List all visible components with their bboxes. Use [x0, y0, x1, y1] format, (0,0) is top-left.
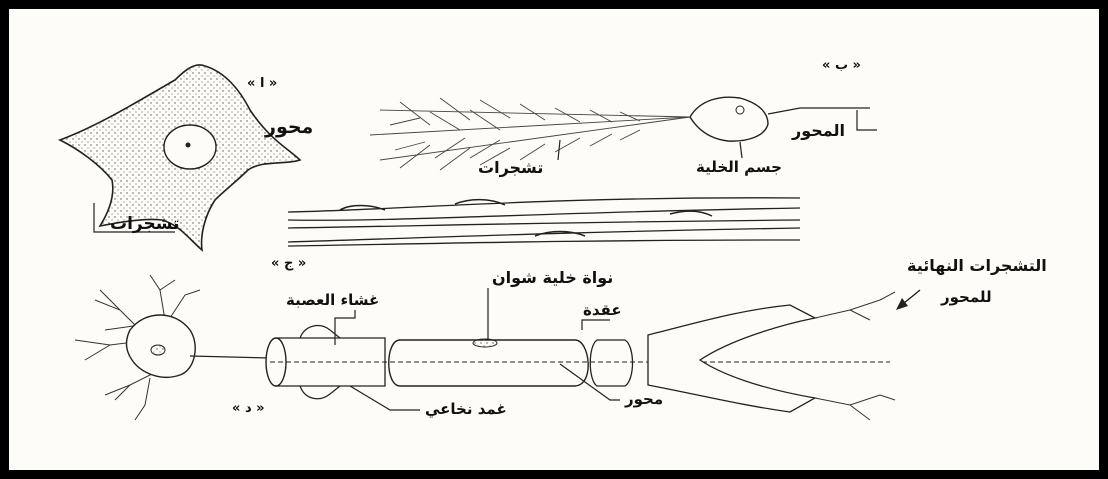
- label-a-dendrites: تشجرات: [110, 216, 179, 233]
- neuron-a-nucleolus: [186, 143, 191, 148]
- neuron-b-axon-leader: [857, 110, 877, 130]
- label-b-axon: المحور: [792, 123, 845, 139]
- neuron-d-neurilemma-fold-bottom: [300, 386, 340, 399]
- neuron-d-node-leader: [582, 320, 610, 330]
- neuron-d-axon-hillock: [190, 356, 270, 358]
- neuron-b-axon: [768, 108, 870, 114]
- neuron-d-bifurcating-sheath: [648, 305, 815, 412]
- neuron-a: [60, 65, 300, 250]
- nerve-fibers-c: [288, 198, 800, 246]
- label-d-axon: محور: [625, 392, 663, 407]
- neuron-d-neurilemma-leader: [335, 310, 355, 345]
- label-b-cell-body: جسم الخلية: [696, 160, 782, 175]
- neuron-d-terminal-arrowhead: [896, 298, 908, 310]
- neuron-d-neurilemma-fold-top: [300, 326, 340, 338]
- label-d-myelin-sheath: غمد نخاعي: [425, 402, 507, 417]
- label-a-axon: محور: [265, 118, 313, 137]
- label-d-terminal-line2: للمحور: [941, 290, 992, 305]
- panel-c-label: « ج »: [271, 257, 306, 270]
- neuron-d-nucleus: [151, 345, 165, 355]
- panel-a-label: « ا »: [247, 77, 277, 90]
- neuron-b-cell-body-leader: [740, 142, 742, 158]
- neuron-d-myelin-leader: [350, 386, 420, 410]
- panel-b-label: « ب »: [822, 59, 861, 72]
- label-d-node: عقدة: [583, 303, 622, 318]
- label-d-schwann-nucleus: نواة خلية شوان: [492, 270, 613, 286]
- neuron-b-cell-body: [690, 97, 768, 141]
- label-d-neurilemma: غشاء العصبة: [286, 293, 379, 308]
- panel-d-label: « د »: [232, 402, 265, 415]
- neuron-d-schwann-nucleus: [473, 339, 497, 347]
- label-b-dendrites: تشجرات: [478, 160, 543, 176]
- neuron-d-terminal-branches: [815, 292, 895, 420]
- neuron-a-nucleus: [164, 125, 216, 169]
- label-d-terminal-line1: التشجرات النهائية: [907, 258, 1047, 274]
- neuron-d-myelin-segment-3: [590, 340, 632, 386]
- neuron-d: [75, 275, 920, 420]
